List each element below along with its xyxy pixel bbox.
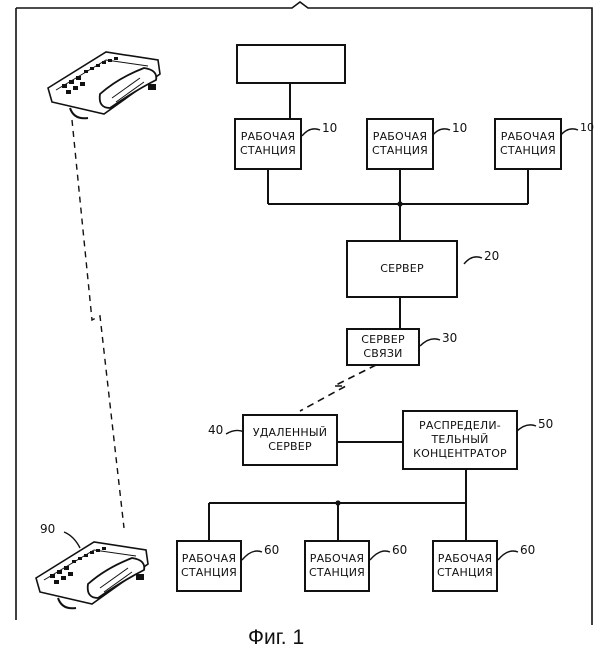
workstation-box: РАБОЧАЯ СТАНЦИЯ [366,118,434,170]
ref-number: 40 [208,423,223,437]
workstation-box: РАБОЧАЯ СТАНЦИЯ [234,118,302,170]
server-box: СЕРВЕР [346,240,458,298]
telephone-icon [36,542,148,608]
ref-number: 60 [392,543,407,557]
workstation-box: РАБОЧАЯ СТАНЦИЯ [176,540,242,592]
workstation-label: РАБОЧАЯ СТАНЦИЯ [181,552,237,580]
figure-caption: Фиг. 1 [248,626,304,650]
ref-number: 10 [452,121,467,135]
workstation-label: РАБОЧАЯ СТАНЦИЯ [372,130,428,158]
server-label: СЕРВЕР [380,262,424,276]
workstation-label: РАБОЧАЯ СТАНЦИЯ [500,130,556,158]
workstation-label: РАБОЧАЯ СТАНЦИЯ [240,130,296,158]
wireless-link-comm-remote [300,365,376,411]
comm-server-box: СЕРВЕР СВЯЗИ [346,328,420,366]
junction-dot [397,201,402,206]
wireless-link-phones [72,120,124,528]
comm-server-label: СЕРВЕР СВЯЗИ [361,333,405,361]
ref-number: 60 [520,543,535,557]
workstation-label: РАБОЧАЯ СТАНЦИЯ [437,552,493,580]
ref-number: 10 [580,121,594,134]
remote-server-label: УДАЛЕННЫЙ СЕРВЕР [253,426,327,454]
workstation-label: РАБОЧАЯ СТАНЦИЯ [309,552,365,580]
ref-number: 10 [322,121,337,135]
telephone-icon [48,52,160,118]
junction-dot [335,500,340,505]
ref-number: 50 [538,417,553,431]
hub-box: РАСПРЕДЕЛИ- ТЕЛЬНЫЙ КОНЦЕНТРАТОР [402,410,518,470]
ref-number: 60 [264,543,279,557]
workstation-box: РАБОЧАЯ СТАНЦИЯ [304,540,370,592]
workstation-box: РАБОЧАЯ СТАНЦИЯ [432,540,498,592]
hub-label: РАСПРЕДЕЛИ- ТЕЛЬНЫЙ КОНЦЕНТРАТОР [413,419,507,461]
top-box [236,44,346,84]
ref-number: 90 [40,522,55,536]
remote-server-box: УДАЛЕННЫЙ СЕРВЕР [242,414,338,466]
workstation-box: РАБОЧАЯ СТАНЦИЯ [494,118,562,170]
ref-number: 30 [442,331,457,345]
reference-leaders [64,129,578,560]
ref-number: 20 [484,249,499,263]
